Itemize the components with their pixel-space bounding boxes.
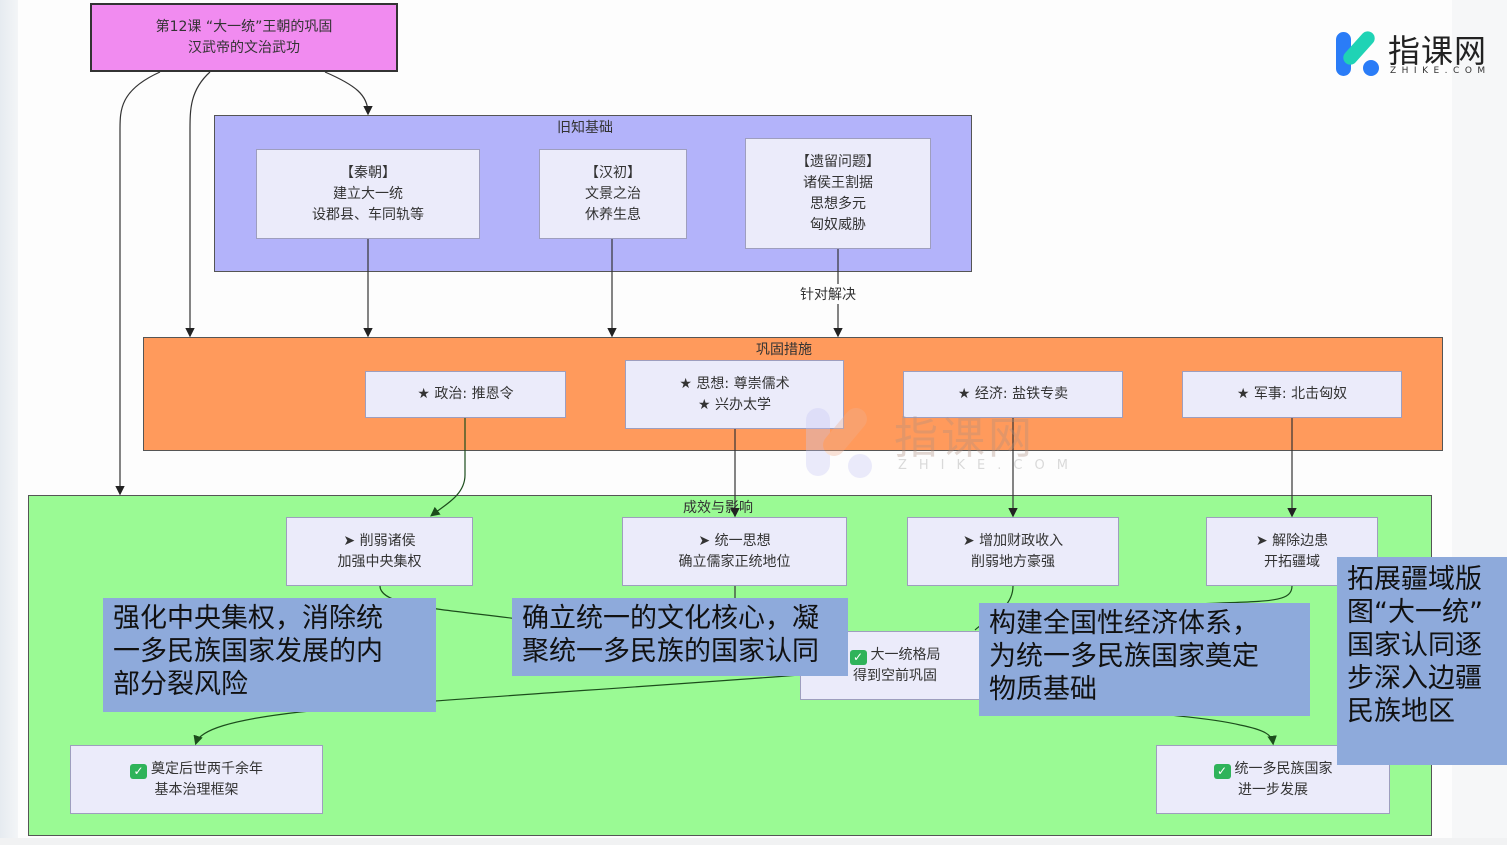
cluster-label: 巩固措施: [756, 342, 812, 358]
node-line: 建立大一统: [333, 185, 403, 202]
logo-name: 指课网: [1388, 32, 1488, 70]
node-measure-economy: ★ 经济: 盐铁专卖: [903, 371, 1123, 418]
node-measure-military: ★ 军事: 北击匈奴: [1182, 371, 1402, 418]
node-line: 进一步发展: [1238, 781, 1308, 798]
cluster-label: 旧知基础: [557, 120, 613, 136]
node-line: ➤ 解除边患: [1255, 532, 1329, 549]
node-heading: 【遗留问题】: [796, 153, 880, 170]
node-line: ✓奠定后世两千余年: [130, 759, 263, 780]
node-qin-dynasty: 【秦朝】 建立大一统 设郡县、车同轨等: [256, 149, 480, 239]
node-measure-politics: ★ 政治: 推恩令: [365, 371, 566, 418]
node-line: 确立儒家正统地位: [678, 553, 791, 570]
node-line: ★ 政治: 推恩令: [417, 386, 514, 402]
bottom-edge-strip: [0, 838, 1507, 845]
node-line: 设郡县、车同轨等: [312, 206, 424, 223]
note-cultural-core: 确立统一的文化核心，凝 聚统一多民族的国家认同: [512, 598, 848, 676]
node-line: ✓统一多民族国家: [1213, 759, 1333, 780]
note-line: 物质基础: [989, 674, 1097, 705]
node-text: 统一多民族国家: [1234, 760, 1333, 777]
check-icon: ✓: [130, 763, 147, 779]
node-heading: 【秦朝】: [340, 164, 396, 181]
lesson-subtitle: 汉武帝的文治武功: [188, 39, 300, 56]
node-text: 大一统格局: [870, 646, 941, 663]
note-economic-system: 构建全国性经济体系， 为统一多民族国家奠定 物质基础: [979, 603, 1310, 716]
node-line: ✓大一统格局: [849, 645, 941, 666]
node-line: 思想多元: [810, 195, 866, 212]
check-icon: ✓: [849, 649, 867, 665]
node-line: ➤ 增加财政收入: [962, 532, 1064, 549]
note-central-authority: 强化中央集权，消除统 一多民族国家发展的内 部分裂风险: [103, 598, 436, 712]
note-line: 民族地区: [1347, 696, 1455, 727]
note-line: 聚统一多民族的国家认同: [522, 636, 819, 667]
note-frontier-identity: 拓展疆域版 图“大一统” 国家认同逐 步深入边疆 民族地区: [1337, 557, 1507, 765]
note-line: 强化中央集权，消除统: [113, 603, 383, 634]
node-line: 诸侯王割据: [803, 174, 873, 191]
node-line: 加强中央集权: [337, 553, 422, 570]
zhike-logo: 指课网 ZHIKE.COM: [1334, 30, 1494, 80]
edge-label-targeted-solution: 针对解决: [798, 284, 858, 304]
lesson-title: 第12课 “大一统”王朝的巩固: [155, 18, 333, 35]
lesson-title-box: 第12课 “大一统”王朝的巩固 汉武帝的文治武功: [90, 3, 398, 72]
logo-domain: ZHIKE.COM: [1390, 66, 1491, 76]
note-line: 国家认同逐: [1347, 630, 1482, 661]
note-line: 部分裂风险: [113, 669, 248, 700]
node-line: ➤ 统一思想: [698, 532, 771, 549]
node-line: 削弱地方豪强: [971, 553, 1055, 570]
edge-title-to-old: [324, 71, 373, 116]
k-logo-icon: [1336, 31, 1379, 76]
node-line: ★ 兴办太学: [697, 396, 771, 413]
node-line: ★ 思想: 尊崇儒术: [679, 375, 790, 392]
watermark-sub: ZHIKE.COM: [898, 458, 1080, 473]
node-line: 文景之治: [585, 185, 641, 202]
note-line: 拓展疆域版: [1347, 564, 1482, 595]
cluster-label: 成效与影响: [683, 500, 753, 516]
note-line: 确立统一的文化核心，凝: [522, 603, 819, 634]
node-legacy-problems: 【遗留问题】 诸侯王割据 思想多元 匈奴威胁: [745, 138, 931, 249]
node-measure-thought: ★ 思想: 尊崇儒术 ★ 兴办太学: [625, 360, 844, 429]
node-line: 休养生息: [585, 206, 641, 223]
node-effect-weaken-vassals: ➤ 削弱诸侯 加强中央集权: [286, 517, 473, 586]
note-line: 一多民族国家发展的内: [113, 636, 383, 667]
left-edge-strip: [0, 0, 18, 845]
node-line: ★ 经济: 盐铁专卖: [957, 386, 1069, 402]
note-line: 图“大一统”: [1347, 597, 1483, 628]
node-outcome-governance-framework: ✓奠定后世两千余年 基本治理框架: [70, 745, 323, 814]
node-line: 得到空前巩固: [853, 667, 937, 684]
node-heading: 【汉初】: [585, 164, 641, 181]
note-line: 构建全国性经济体系，: [989, 608, 1259, 639]
check-icon: ✓: [1213, 763, 1231, 779]
node-line: 开拓疆域: [1264, 553, 1320, 570]
node-line: 基本治理框架: [154, 781, 239, 798]
node-effect-finance: ➤ 增加财政收入 削弱地方豪强: [907, 517, 1119, 586]
note-line: 步深入边疆: [1347, 663, 1482, 694]
edge-title-to-measures: [185, 71, 211, 338]
note-line: 为统一多民族国家奠定: [989, 641, 1259, 672]
node-effect-unify-thought: ➤ 统一思想 确立儒家正统地位: [622, 517, 847, 586]
node-early-han: 【汉初】 文景之治 休养生息: [539, 149, 687, 239]
node-text: 奠定后世两千余年: [151, 760, 263, 777]
node-line: ★ 军事: 北击匈奴: [1236, 386, 1348, 402]
node-line: ➤ 削弱诸侯: [343, 532, 416, 549]
node-line: 匈奴威胁: [810, 216, 866, 233]
